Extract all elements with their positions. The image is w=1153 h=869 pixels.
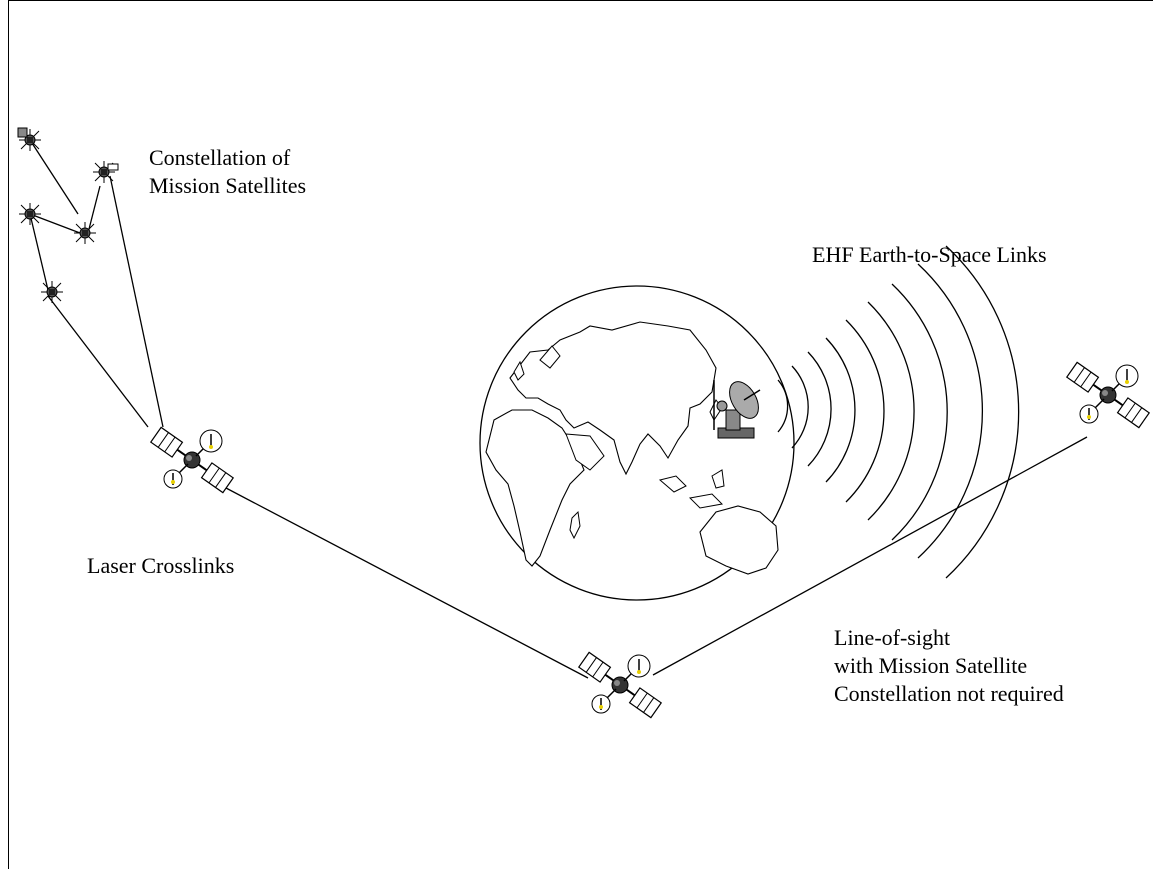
mission-satellite-icon bbox=[73, 221, 97, 245]
constellation-label-line1: Constellation of bbox=[149, 145, 291, 170]
line-of-sight-label: Line-of-sight with Mission Satellite Con… bbox=[834, 624, 1064, 708]
mission-satellite-icon bbox=[18, 202, 42, 226]
relay-satellite-icon bbox=[1065, 361, 1151, 429]
laser-crosslinks-label: Laser Crosslinks bbox=[87, 553, 235, 578]
ehf-links-label: EHF Earth-to-Space Links bbox=[812, 242, 1047, 267]
mission-satellite-icon bbox=[92, 160, 119, 184]
line-of-sight-label-line1: Line-of-sight bbox=[834, 625, 951, 650]
mission-satellite-icon bbox=[40, 280, 64, 304]
earth-globe-icon bbox=[479, 285, 795, 601]
relay-satellite-icon bbox=[577, 651, 663, 719]
ehf-wave-arcs bbox=[777, 245, 1020, 579]
constellation-label: Constellation of Mission Satellites bbox=[149, 144, 306, 200]
relay-satellite-icon bbox=[149, 426, 235, 494]
diagram-frame bbox=[8, 0, 1153, 869]
constellation-links bbox=[29, 139, 164, 428]
mission-satellite-icon bbox=[17, 127, 42, 152]
laser-crosslinks bbox=[225, 436, 1088, 679]
line-of-sight-label-line2: with Mission Satellite bbox=[834, 653, 1028, 678]
constellation-label-line2: Mission Satellites bbox=[149, 173, 307, 198]
satellite-dish-icon bbox=[713, 380, 761, 439]
line-of-sight-label-line3: Constellation not required bbox=[834, 681, 1064, 706]
